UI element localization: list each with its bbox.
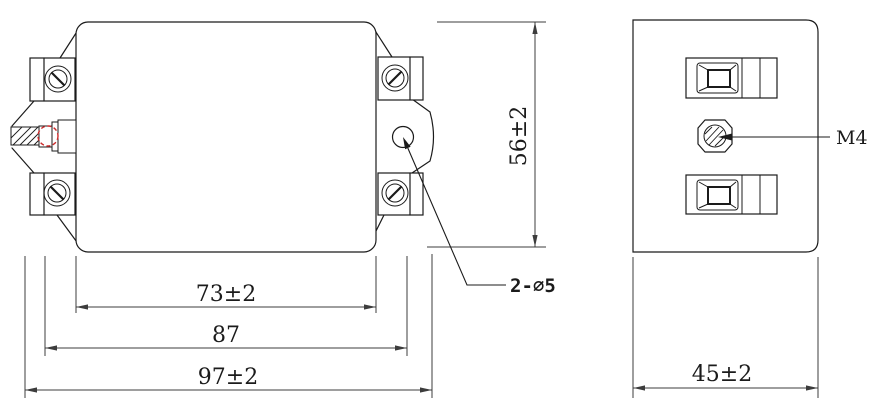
dim-56-label: 56±2 (507, 106, 532, 166)
dim-73-label: 73±2 (196, 282, 256, 307)
screw-icon (381, 64, 409, 92)
flange-tab-left (11, 100, 35, 174)
ground-stud-m4 (697, 119, 733, 153)
terminal-stud (10, 119, 77, 154)
mounting-bracket-top-right (377, 56, 424, 101)
dimension-45: 45±2 (632, 257, 819, 398)
leader-ground-terminal: M4 (718, 127, 868, 149)
mounting-bracket-bottom-left (29, 172, 76, 216)
mounting-bracket-top-left (29, 57, 76, 102)
flange-tab-right (391, 98, 435, 174)
filter-body (75, 21, 377, 253)
dimension-87: 87 (44, 256, 408, 356)
dimension-56: 56±2 (427, 21, 546, 248)
terminal-block-bottom (685, 174, 778, 215)
highlight-circle (37, 125, 59, 147)
front-view (10, 21, 435, 253)
dim-45-label: 45±2 (692, 362, 752, 387)
terminal-block-top (685, 57, 778, 99)
dimension-97: 97±2 (24, 254, 433, 398)
dim-87-label: 87 (212, 323, 240, 348)
dimension-73: 73±2 (75, 256, 377, 313)
leader-mounting-holes: 2-∅5 (403, 137, 556, 297)
mounting-holes-label: 2-∅5 (510, 275, 556, 297)
stud-hatching (704, 126, 725, 147)
thread-hatching (10, 126, 40, 146)
ground-terminal-label: M4 (836, 127, 868, 149)
terminal-base (57, 119, 77, 154)
dim-97-label: 97±2 (198, 365, 258, 390)
screw-icon (381, 179, 409, 207)
mounting-bracket-bottom-right (377, 172, 424, 216)
screw-icon (44, 65, 72, 93)
screw-icon (43, 179, 71, 207)
terminal-washer (51, 121, 59, 152)
